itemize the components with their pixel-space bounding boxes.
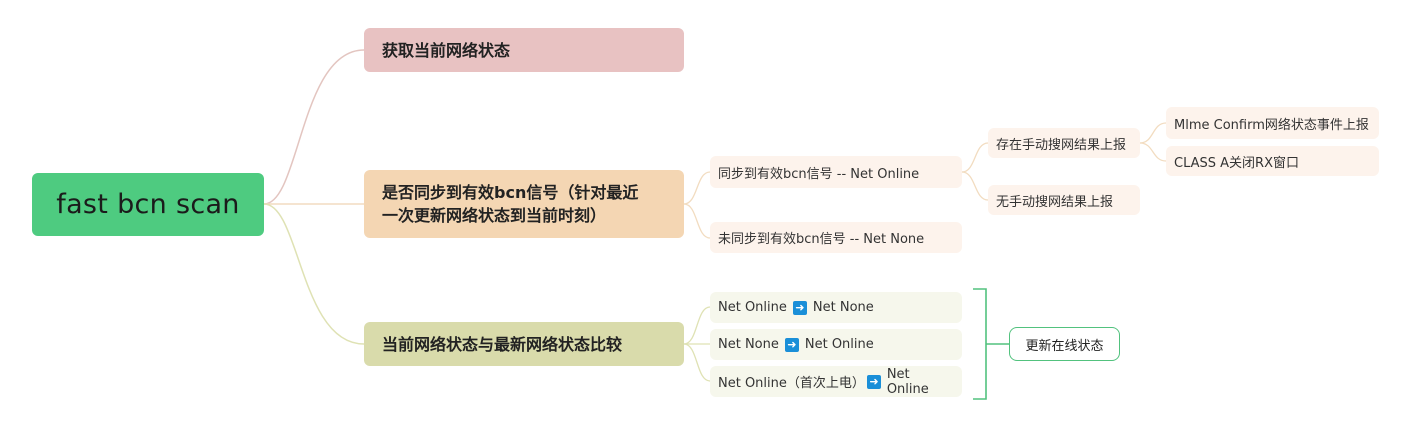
subtopic-class-a-close-rx[interactable]: CLASS A关闭RX窗口 <box>1166 146 1379 176</box>
branch-bcn-sync-check[interactable]: 是否同步到有效bcn信号（针对最近 一次更新网络状态到当前时刻） <box>364 170 684 238</box>
connector-b1a-to-b1a2 <box>1139 142 1167 162</box>
subtopic-synced-net-online[interactable]: 同步到有效bcn信号 -- Net Online <box>710 156 962 188</box>
branch-get-network-status[interactable]: 获取当前网络状态 <box>364 28 684 72</box>
subtopic-not-synced-net-none[interactable]: 未同步到有效bcn信号 -- Net None <box>710 222 962 253</box>
right-arrow-icon: ➜ <box>867 374 881 389</box>
connector-b-to-b1 <box>683 171 711 205</box>
subtopic-transition-none-to-online[interactable]: Net None ➜ Net Online <box>710 329 962 360</box>
branch-status-compare[interactable]: 当前网络状态与最新网络状态比较 <box>364 322 684 366</box>
connector-c-to-c3 <box>683 343 711 382</box>
transition-to-label: Net Online <box>804 337 874 352</box>
subtopic-no-manual-search-report[interactable]: 无手动搜网结果上报 <box>988 185 1140 215</box>
transition-to-label: Net Online <box>886 366 929 397</box>
connector-root-to-branch-3 <box>263 203 365 345</box>
subtopic-mlme-confirm-report-label: Mlme Confirm网络状态事件上报 <box>1174 117 1369 133</box>
connector-b1-to-b1a <box>961 142 989 173</box>
connector-b1a-to-b1a1 <box>1139 122 1167 144</box>
subtopic-not-synced-net-none-label: 未同步到有效bcn信号 -- Net None <box>718 232 925 247</box>
transition-from-label: Net None <box>718 337 779 352</box>
right-arrow-icon: ➜ <box>792 300 807 315</box>
subtopic-no-manual-search-report-label: 无手动搜网结果上报 <box>996 194 1114 210</box>
branch-bcn-sync-check-line1: 是否同步到有效bcn信号（针对最近 <box>382 183 639 202</box>
connector-b-to-b2 <box>683 203 711 239</box>
subtopic-manual-search-reported[interactable]: 存在手动搜网结果上报 <box>988 128 1140 158</box>
connector-b1-to-b1b <box>961 171 989 201</box>
subtopic-mlme-confirm-report[interactable]: Mlme Confirm网络状态事件上报 <box>1166 107 1379 139</box>
subtopic-transition-online-to-none[interactable]: Net Online ➜ Net None <box>710 292 962 323</box>
transition-from-label: Net Online <box>718 300 787 315</box>
summary-update-online-status-label: 更新在线状态 <box>1025 338 1104 354</box>
root-topic-label: fast bcn scan <box>56 189 240 220</box>
branch-bcn-sync-check-label: 是否同步到有效bcn信号（针对最近 一次更新网络状态到当前时刻） <box>382 181 638 227</box>
subtopic-synced-net-online-label: 同步到有效bcn信号 -- Net Online <box>718 166 920 182</box>
summary-update-online-status[interactable]: 更新在线状态 <box>1009 327 1120 361</box>
subtopic-transition-first-power-on[interactable]: Net Online（首次上电） ➜ Net Online <box>710 366 962 397</box>
subtopic-class-a-close-rx-label: CLASS A关闭RX窗口 <box>1174 155 1299 171</box>
root-topic[interactable]: fast bcn scan <box>32 173 264 236</box>
transition-to-label: Net None <box>812 300 874 315</box>
branch-get-network-status-label: 获取当前网络状态 <box>382 40 511 60</box>
transition-from-label: Net Online（首次上电） <box>718 376 865 391</box>
connector-c-to-c1 <box>683 306 711 345</box>
subtopic-manual-search-reported-label: 存在手动搜网结果上报 <box>996 137 1127 153</box>
summary-bracket <box>973 288 987 400</box>
branch-bcn-sync-check-line2: 一次更新网络状态到当前时刻） <box>382 206 607 225</box>
right-arrow-icon: ➜ <box>784 337 799 352</box>
branch-status-compare-label: 当前网络状态与最新网络状态比较 <box>382 334 623 354</box>
connector-root-to-branch-1 <box>263 49 365 205</box>
